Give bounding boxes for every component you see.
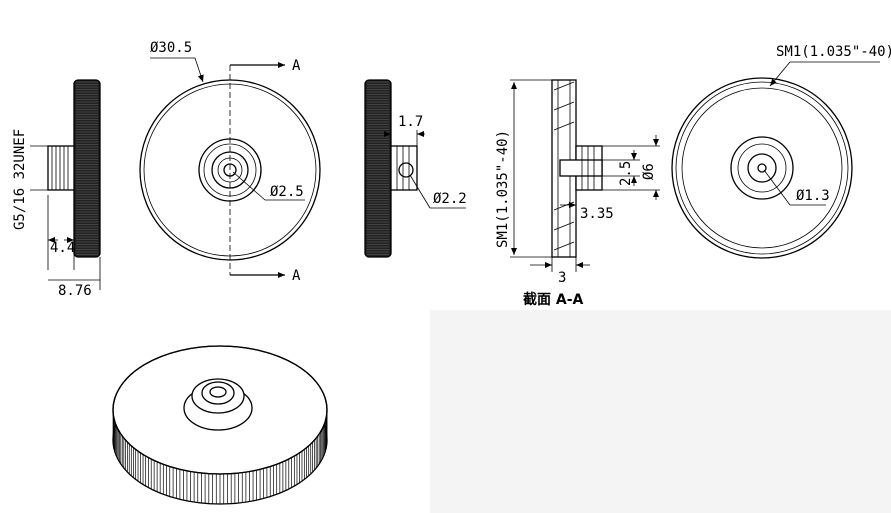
stud-length-label: 4.4	[50, 240, 75, 256]
thread-label-g516: G5/16 32UNEF	[12, 129, 28, 230]
knurl-lines-iso	[112, 410, 328, 504]
outer-diameter-label: Ø30.5	[150, 40, 192, 56]
section-mark-bottom: A	[292, 268, 301, 284]
side-hole-label: Ø2.2	[433, 191, 467, 207]
inner-dia-large-label: Ø6	[641, 163, 657, 180]
section-hatching	[553, 81, 575, 251]
back-view: SM1(1.035"-40) Ø1.3	[671, 44, 891, 259]
section-mark-top: A	[292, 58, 301, 74]
front-view: A A Ø30.5 Ø2.5	[139, 40, 321, 284]
side-view-left: G5/16 32UNEF 4.4 8.76	[12, 79, 101, 299]
center-hole-label: Ø2.5	[270, 184, 304, 200]
section-thickness-label: 3	[558, 270, 566, 286]
thread-sm1-vertical: SM1(1.035"-40)	[495, 130, 511, 248]
isometric-view	[112, 345, 328, 505]
side-view-right: 1.7 Ø2.2	[364, 79, 467, 258]
total-length-label: 8.76	[58, 283, 92, 299]
side-thickness-label: 1.7	[398, 114, 423, 130]
inner-depth-label: 3.35	[580, 206, 614, 222]
section-view: SM1(1.035"-40) 2.5 Ø6 3.35 3 截面 A-A	[495, 79, 660, 308]
stud-threads-left	[51, 146, 69, 190]
back-hole-label: Ø1.3	[796, 188, 830, 204]
knurl-lines-left	[76, 81, 98, 255]
thread-sm1-right: SM1(1.035"-40)	[776, 44, 891, 60]
section-title: 截面 A-A	[523, 291, 584, 308]
inner-dia-small-label: 2.5	[618, 161, 634, 186]
grey-background-patch	[430, 310, 891, 513]
